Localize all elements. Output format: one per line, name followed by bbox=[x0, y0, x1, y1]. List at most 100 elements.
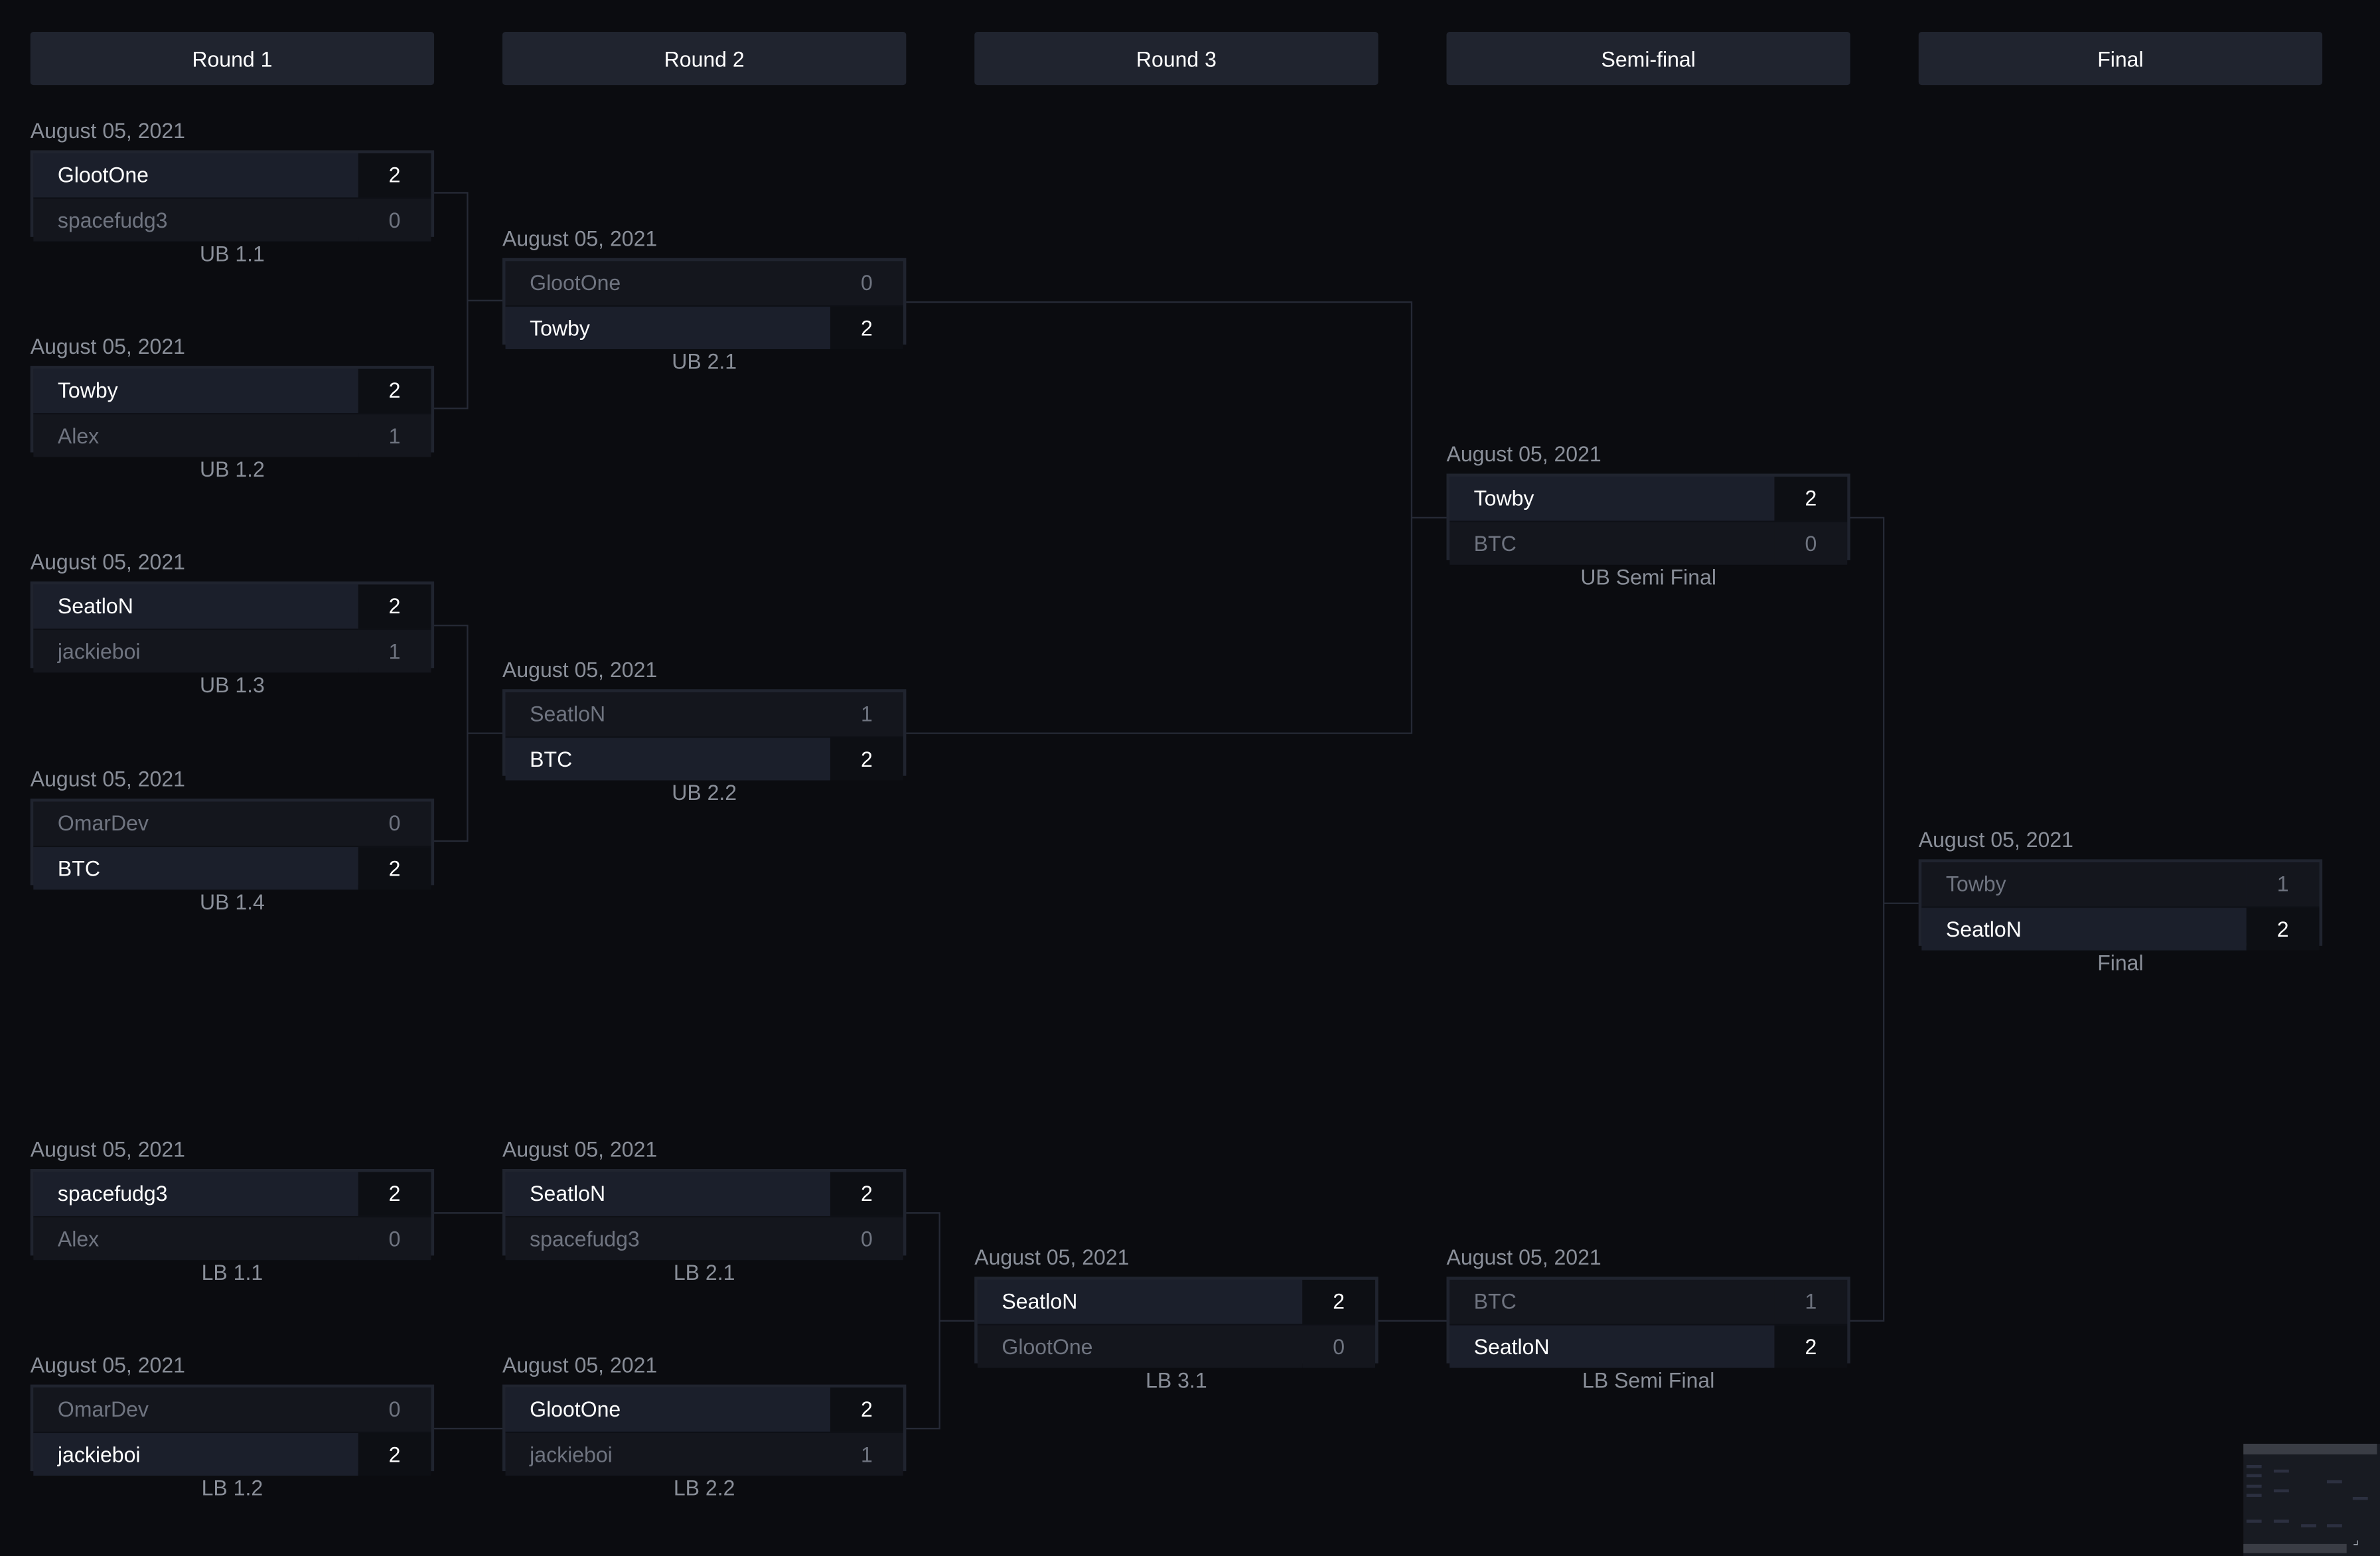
match-date: August 05, 2021 bbox=[30, 334, 185, 358]
minimap-match bbox=[2246, 1474, 2262, 1478]
team-name: OmarDev bbox=[33, 1387, 358, 1431]
team-name: SeatloN bbox=[33, 584, 358, 628]
team-score: 2 bbox=[1302, 1279, 1376, 1324]
team-score: 1 bbox=[830, 692, 903, 736]
minimap[interactable]: ⌟ bbox=[2243, 1443, 2380, 1556]
match-date: August 05, 2021 bbox=[30, 766, 185, 791]
team-name: Towby bbox=[33, 368, 358, 412]
team-score: 0 bbox=[358, 801, 431, 845]
team-name: BTC bbox=[505, 737, 830, 781]
team-score: 0 bbox=[1302, 1324, 1376, 1368]
team-name: spacefudg3 bbox=[33, 198, 358, 242]
match-label: LB 2.1 bbox=[673, 1260, 735, 1284]
minimap-match bbox=[2352, 1496, 2368, 1500]
team-score: 0 bbox=[358, 1217, 431, 1261]
minimap-match bbox=[2246, 1519, 2262, 1523]
team-name: GlootOne bbox=[505, 261, 830, 305]
minimap-match bbox=[2273, 1489, 2289, 1493]
round-header-2: Round 2 bbox=[502, 32, 907, 86]
team-score: 1 bbox=[2246, 862, 2320, 906]
minimap-viewport[interactable] bbox=[2243, 1443, 2377, 1454]
team-score: 2 bbox=[358, 153, 431, 197]
match-label: LB 1.2 bbox=[201, 1475, 263, 1500]
match-label: UB 1.3 bbox=[199, 672, 265, 697]
resize-handle-icon[interactable]: ⌟ bbox=[2352, 1531, 2359, 1547]
team-score: 0 bbox=[1774, 521, 1848, 565]
match-label: LB Semi Final bbox=[1582, 1367, 1715, 1393]
minimap-scrollbar[interactable] bbox=[2243, 1543, 2347, 1553]
match-label: UB 1.2 bbox=[199, 457, 265, 481]
match-label: UB 2.2 bbox=[672, 780, 737, 805]
team-name: Alex bbox=[33, 1217, 358, 1261]
match-label: LB 2.2 bbox=[673, 1475, 735, 1500]
team-score: 2 bbox=[2246, 907, 2320, 951]
match-label: LB 3.1 bbox=[1146, 1367, 1207, 1393]
team-name: GlootOne bbox=[977, 1324, 1303, 1368]
connector-lb21-lb22 bbox=[905, 1212, 975, 1430]
team-score: 2 bbox=[358, 846, 431, 890]
minimap-match bbox=[2273, 1519, 2289, 1523]
round-header-3: Round 3 bbox=[974, 32, 1378, 86]
team-name: OmarDev bbox=[33, 801, 358, 845]
team-name: SeatloN bbox=[505, 1172, 830, 1215]
team-name: SeatloN bbox=[1921, 907, 2247, 951]
